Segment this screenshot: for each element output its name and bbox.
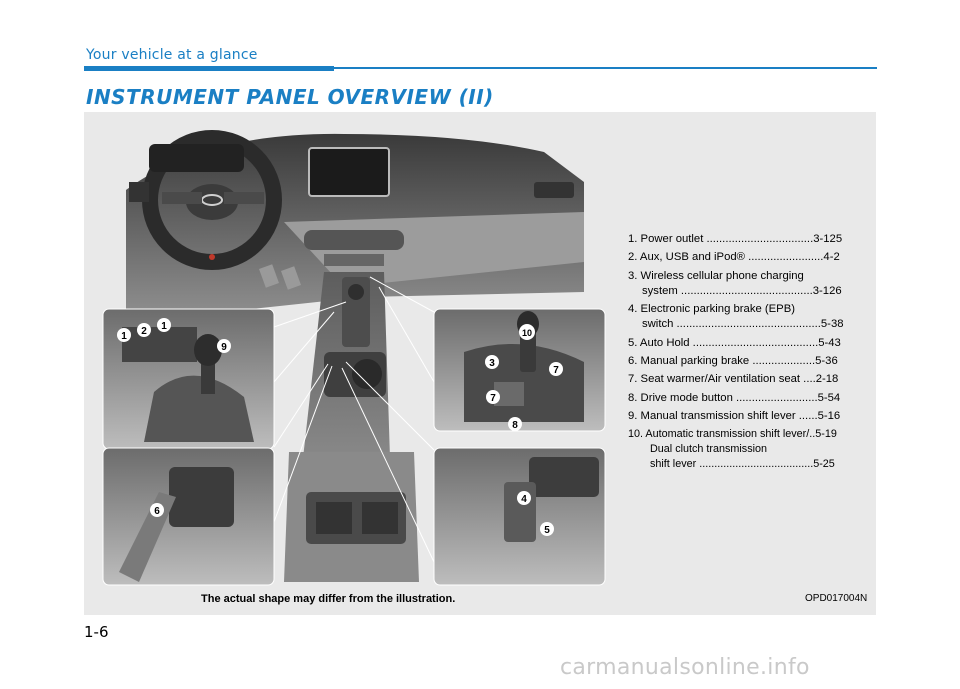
- legend-item-8: 8. Drive mode button ...................…: [628, 391, 841, 404]
- legend-item-9: 9. Manual transmission shift lever .....…: [628, 409, 841, 422]
- svg-text:6: 6: [154, 506, 160, 517]
- inset-auto-shifter: [433, 308, 606, 432]
- illustration-panel: 1 2 1 9 6 10 3 7 7 8 4 5: [84, 112, 876, 615]
- watermark: carmanualsonline.info: [560, 655, 810, 680]
- svg-text:4: 4: [521, 494, 527, 505]
- callout-8: 8: [508, 417, 522, 431]
- callout-2: 2: [137, 323, 151, 337]
- callout-1-left: 1: [117, 328, 131, 342]
- callout-4: 4: [517, 491, 531, 505]
- page-number: 1-6: [84, 623, 109, 641]
- callout-3: 3: [485, 355, 499, 369]
- section-title: Your vehicle at a glance: [86, 47, 258, 63]
- disclaimer-note: The actual shape may differ from the ill…: [201, 593, 456, 605]
- header-rule-thin: [334, 67, 877, 69]
- figure-code: OPD017004N: [805, 593, 868, 604]
- svg-text:10: 10: [522, 328, 532, 338]
- callout-6: 6: [150, 503, 164, 517]
- legend-item-5: 5. Auto Hold ...........................…: [628, 336, 841, 349]
- instrument-panel-illustration: 1 2 1 9 6 10 3 7 7 8 4 5: [102, 130, 606, 586]
- inset-epb-autohold: [433, 447, 606, 586]
- header-rule-thick: [84, 66, 334, 71]
- legend-list: 1. Power outlet ........................…: [628, 233, 868, 477]
- svg-text:7: 7: [553, 365, 559, 376]
- callout-5: 5: [540, 522, 554, 536]
- legend-item-4: 4. Electronic parking brake (EPB)switch …: [628, 303, 844, 331]
- svg-text:1: 1: [161, 321, 167, 332]
- page-title: INSTRUMENT PANEL OVERVIEW (II): [86, 85, 494, 109]
- legend-item-7: 7. Seat warmer/Air ventilation seat ....…: [628, 373, 839, 386]
- legend-item-6: 6. Manual parking brake ................…: [628, 355, 838, 368]
- inset-parking-brake: [102, 447, 275, 586]
- legend-item-2: 2. Aux, USB and iPod® ..................…: [628, 251, 840, 264]
- callout-10: 10: [519, 324, 535, 340]
- svg-text:7: 7: [490, 393, 496, 404]
- svg-text:2: 2: [141, 326, 147, 337]
- callout-7-left: 7: [486, 390, 500, 404]
- callout-7-right: 7: [549, 362, 563, 376]
- callout-badges: 1 2 1 9 6 10 3 7 7 8 4 5: [117, 318, 563, 536]
- callout-9: 9: [217, 339, 231, 353]
- svg-text:5: 5: [544, 525, 550, 536]
- legend-item-10: 10. Automatic transmission shift lever/.…: [628, 428, 837, 470]
- callout-1-right: 1: [157, 318, 171, 332]
- inset-manual-shifter: [102, 308, 275, 450]
- dashboard-drawing: [126, 130, 584, 582]
- svg-text:3: 3: [489, 358, 495, 369]
- legend-item-1: 1. Power outlet ........................…: [628, 233, 843, 245]
- svg-text:8: 8: [512, 420, 518, 431]
- svg-text:9: 9: [221, 342, 227, 353]
- svg-text:1: 1: [121, 331, 127, 342]
